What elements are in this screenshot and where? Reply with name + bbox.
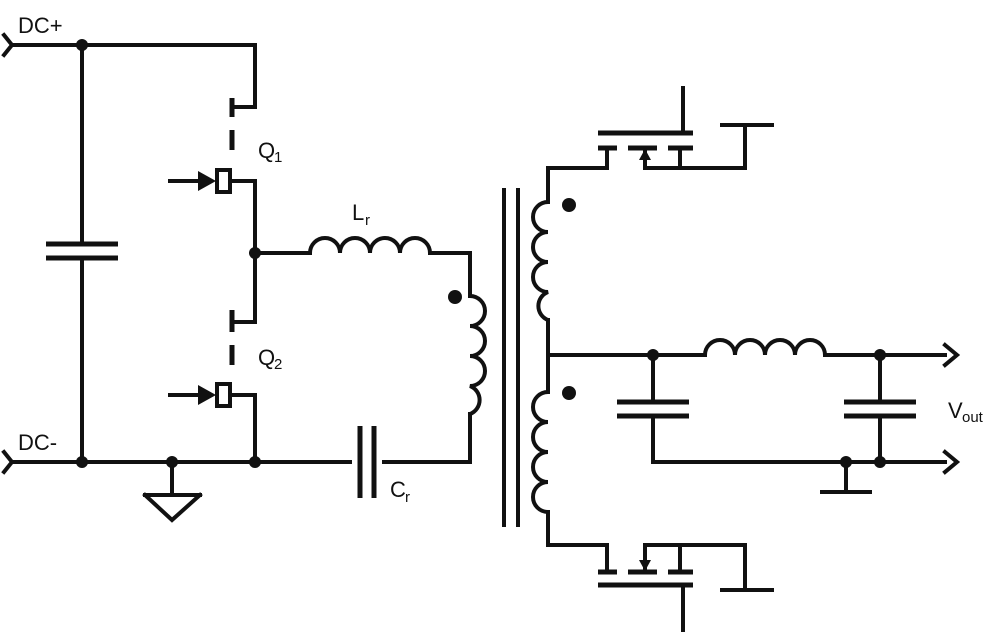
output-arrow-negative [942,449,961,475]
q2-label: Q [258,345,275,370]
junction-dot [840,456,852,468]
cr-label: C [390,477,406,502]
junction-dot [166,456,178,468]
mosfet-sr-lower [546,543,774,632]
junction-dot [249,456,261,468]
dc-minus-label: DC- [18,430,57,455]
polarity-dot [562,386,576,400]
transformer-primary-winding [468,294,487,416]
lr-subscript: r [365,212,370,229]
transformer-core [502,188,520,527]
junction-dot [76,456,88,468]
dc-plus-label: DC+ [18,13,63,38]
output-capacitor-2 [844,353,947,464]
vout-subscript: out [962,409,984,426]
mosfet-q2 [168,251,257,464]
ground-symbol [142,460,203,523]
output-capacitor-1 [617,353,882,464]
junction-dot [76,39,88,51]
q1-label: Q [258,138,275,163]
input-capacitor [46,43,118,464]
junction-dot [874,456,886,468]
q2-subscript: 2 [274,356,282,373]
resonant-capacitor-cr [352,412,472,498]
junction-dot [874,349,886,361]
lr-label: L [352,200,364,225]
dc-minus-terminal: DC- [1,430,472,475]
q1-subscript: 1 [274,149,282,166]
mosfet-sr-upper [546,86,774,170]
cr-subscript: r [405,489,410,506]
transformer-secondary-upper [531,166,550,394]
mosfet-q1 [168,43,257,255]
polarity-dot [448,290,462,304]
polarity-dot [562,198,576,212]
output-inductor [703,338,947,357]
transformer-secondary-lower [531,390,550,547]
junction-dot [647,349,659,361]
vout-label: V [948,398,963,423]
resonant-inductor-lr [253,236,472,298]
output-arrow-positive [942,342,961,368]
dc-plus-terminal: DC+ [1,13,257,58]
